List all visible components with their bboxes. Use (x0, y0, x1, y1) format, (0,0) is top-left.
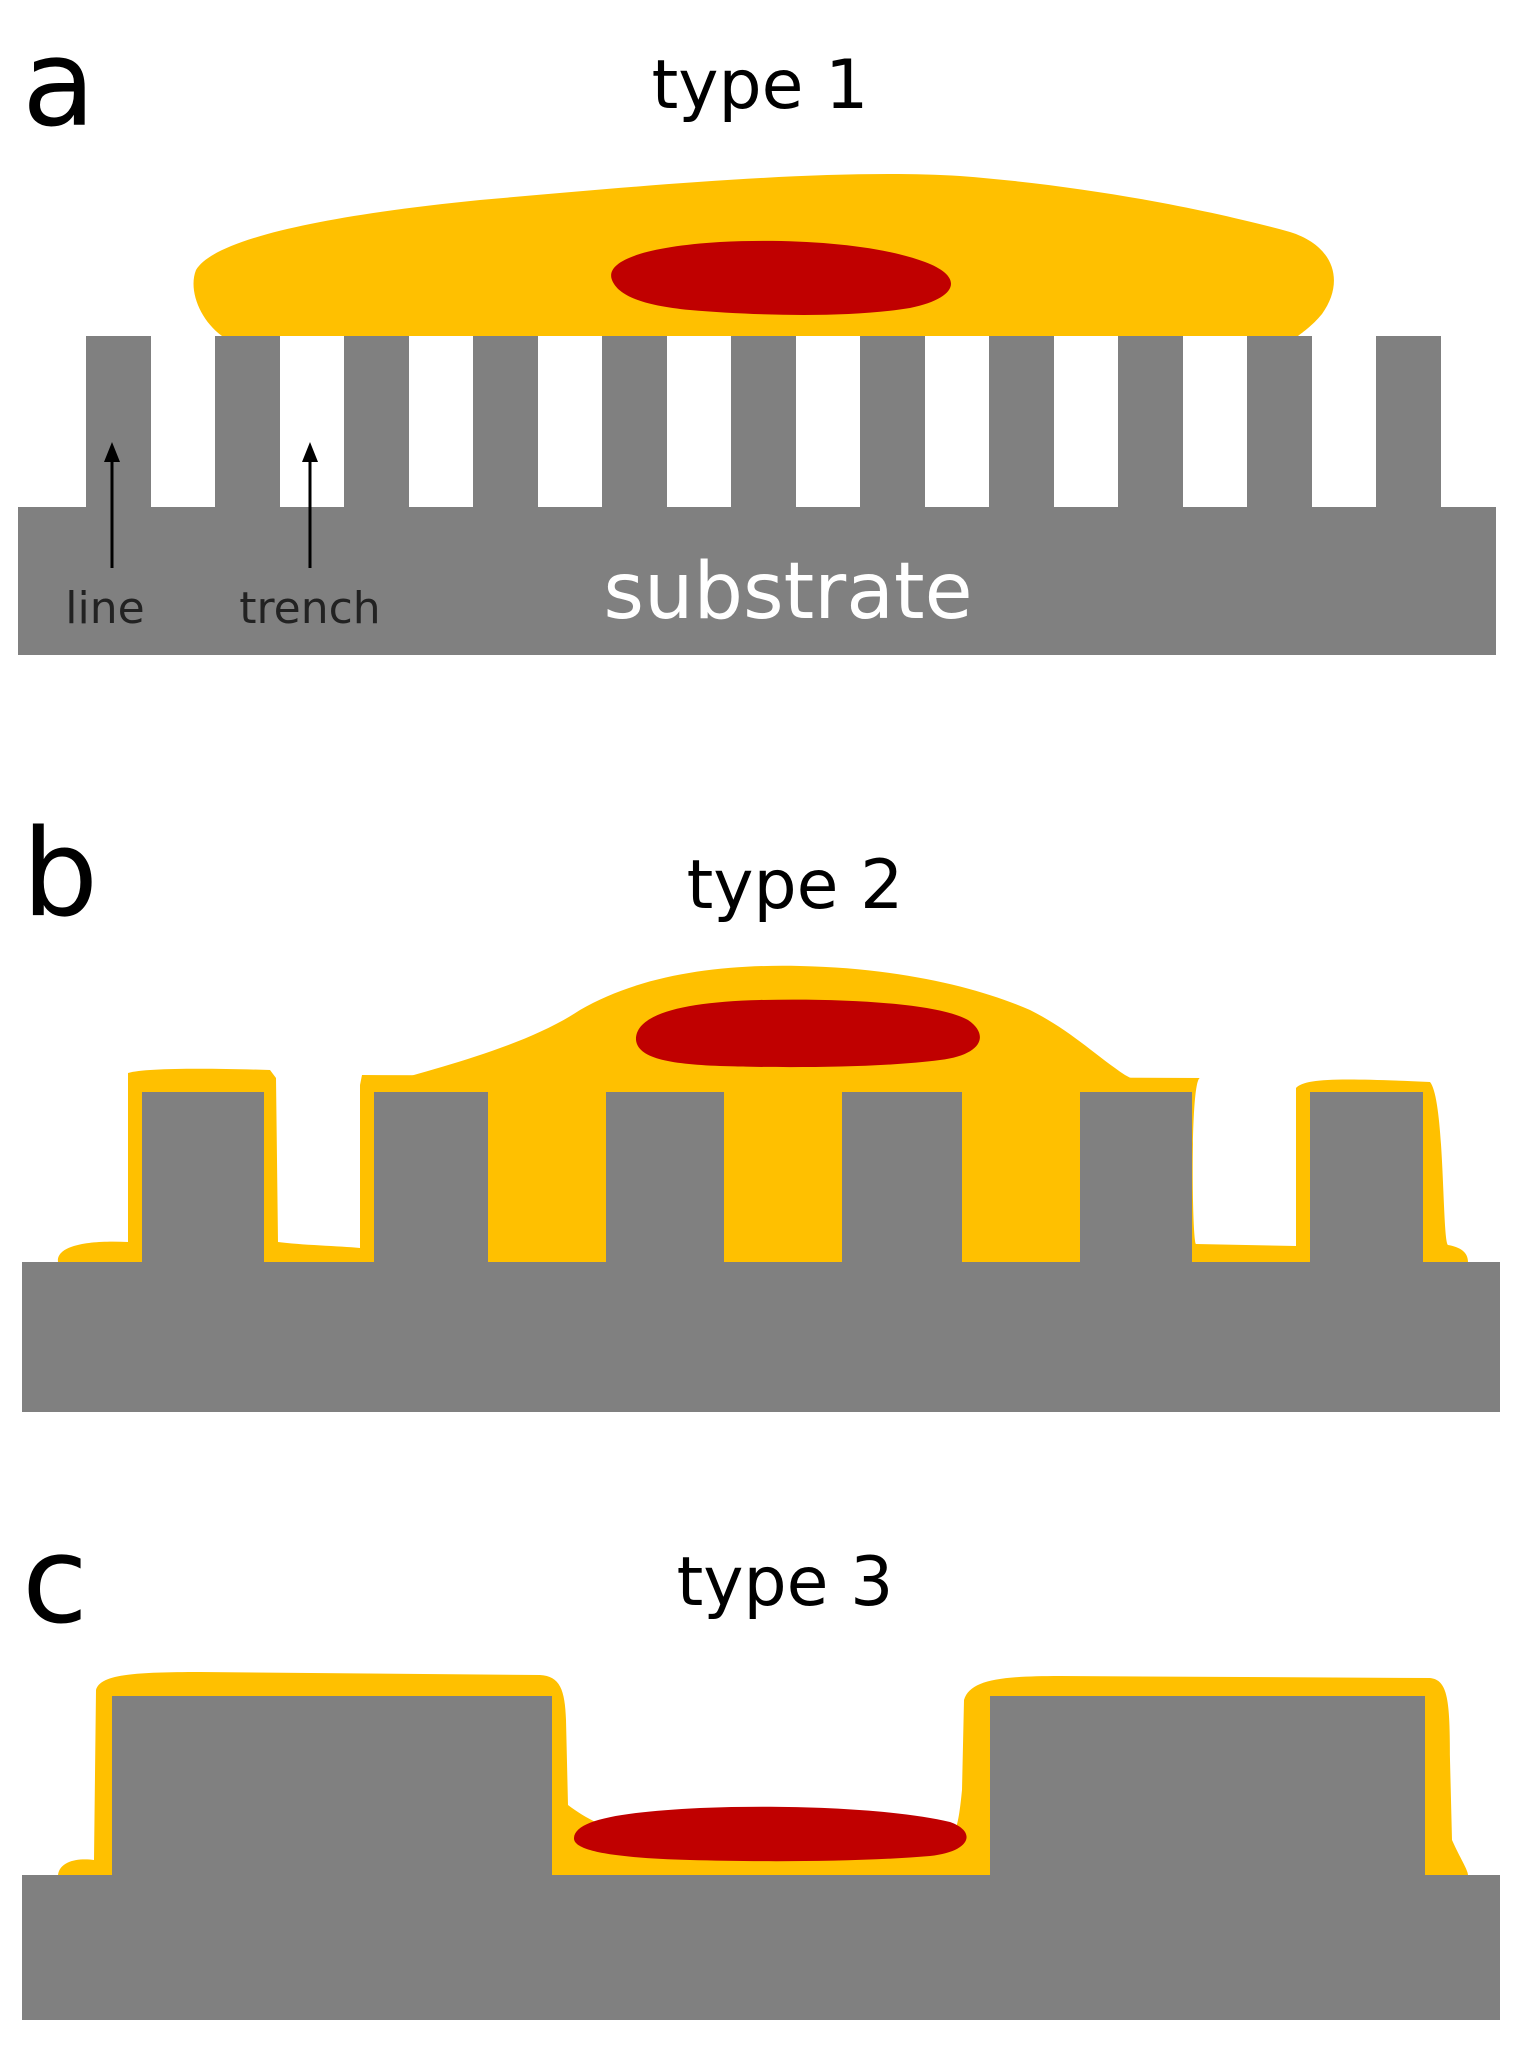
panel-c-title: type 3 (677, 1543, 894, 1622)
panel-a-letter: a (22, 15, 96, 154)
panel-c: c type 3 (22, 1512, 1500, 2020)
trench-arrow-head (302, 442, 318, 462)
panel-a-substrate (18, 336, 1496, 655)
panel-a-nucleus (611, 240, 952, 315)
substrate-label: substrate (603, 547, 972, 637)
panel-c-nucleus (573, 1806, 967, 1862)
line-arrow-head (104, 442, 120, 462)
panel-c-substrate (22, 1696, 1500, 2020)
panel-b-nucleus (635, 999, 980, 1068)
panel-b-title: type 2 (687, 846, 904, 925)
panel-b-substrate (22, 1092, 1500, 1412)
panel-a-title: type 1 (652, 46, 869, 125)
panel-c-letter: c (22, 1512, 88, 1651)
panel-a: a type 1 line trench substrate (18, 15, 1496, 655)
panel-b-cell-spread (57, 1068, 1468, 1262)
panel-b-letter: b (22, 805, 98, 944)
line-label: line (65, 583, 144, 634)
trench-label: trench (239, 583, 380, 634)
panel-b: b type 2 (22, 805, 1500, 1412)
